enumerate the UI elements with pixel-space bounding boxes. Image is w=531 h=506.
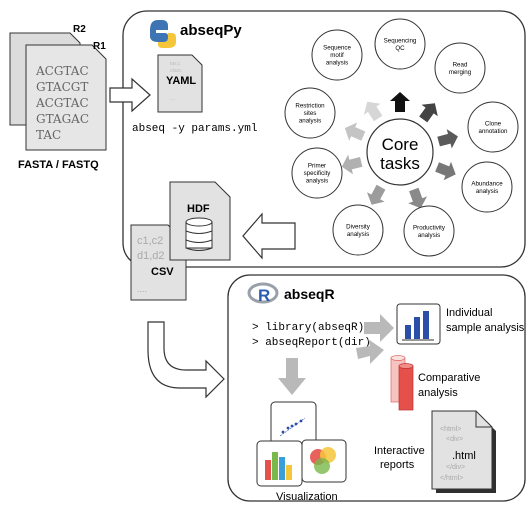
r-logo-letter: R <box>258 286 270 305</box>
bar-chart-icon <box>396 303 441 345</box>
interactive-label: reports <box>380 459 415 471</box>
task-label-read-merging: Read <box>453 62 468 69</box>
task-label-primer-specificity-analysis: Primer <box>308 163 326 170</box>
visualization-icons <box>256 401 347 487</box>
output-arrow <box>242 212 296 260</box>
task-label-productivity-analysis: Productivity <box>413 224 446 231</box>
task-label-restriction-sites-analysis: Restriction <box>295 103 325 110</box>
scatter-plot-icon <box>270 401 317 447</box>
task-node-productivity-analysis <box>403 205 455 257</box>
task-label-sequence-motif-analysis: motif <box>330 52 344 59</box>
task-label-clone-annotation: Clone <box>485 121 502 128</box>
task-label-diversity-analysis: Diversity <box>346 223 371 230</box>
input-arrow <box>109 77 151 113</box>
html-faded-line: </html> <box>440 475 463 482</box>
task-label-clone-annotation: annotation <box>479 128 508 135</box>
format-label: FASTA / FASTQ <box>18 159 99 171</box>
sequence-line: TAC <box>36 128 61 142</box>
csv-faded-line: d1,d2 <box>137 250 165 262</box>
task-label-restriction-sites-analysis: analysis <box>299 118 321 125</box>
sequence-line: ACGTAC <box>35 64 89 78</box>
task-label-primer-specificity-analysis: analysis <box>306 178 328 185</box>
hdf-file: HDF <box>169 181 231 261</box>
comparative-label: analysis <box>418 387 458 399</box>
visualization-arrow <box>278 358 306 395</box>
to-abseqr-arrow <box>147 321 225 399</box>
csv-faded-line: .... <box>137 284 147 294</box>
core-tasks-circle <box>366 118 434 186</box>
abseqr-title: abseqR <box>284 286 335 302</box>
task-arrow-primer-specificity-analysis <box>341 154 363 175</box>
label-r1: R1 <box>93 41 106 52</box>
task-label-sequencing-qc: QC <box>395 45 405 52</box>
yaml-file: tas.c ctacc YAML ... <box>157 54 203 113</box>
task-label-restriction-sites-analysis: sites <box>304 110 317 117</box>
task-node-diversity-analysis <box>332 204 384 256</box>
task-label-sequencing-qc: Sequencing <box>384 38 417 45</box>
input-files: R2 R1 ACGTAC GTACGT ACGTAC GTAGAC TAC FA… <box>9 24 107 171</box>
csv-label: CSV <box>151 266 174 278</box>
sequence-line: ACGTAC <box>35 96 89 110</box>
task-arrow-sequence-motif-analysis <box>363 101 383 122</box>
comparison-cylinders-icon <box>390 355 414 411</box>
task-label-abundance-analysis: analysis <box>476 188 498 195</box>
comparative-arrow <box>356 339 384 364</box>
code-line: > abseqReport(dir) <box>252 337 371 349</box>
task-node-restriction-sites-analysis <box>284 87 336 139</box>
file-r1 <box>25 44 107 151</box>
task-arrow-diversity-analysis <box>367 184 386 205</box>
task-arrow-clone-annotation <box>437 129 458 149</box>
task-node-abundance-analysis <box>461 161 513 213</box>
code-line: > library(abseqR) <box>252 322 364 334</box>
sequence-line: GTAGAC <box>36 112 89 126</box>
task-arrow-productivity-analysis <box>408 187 427 209</box>
yaml-faded-line: tas.c <box>170 61 181 67</box>
abseq-command: abseq -y params.yml <box>132 123 257 135</box>
html-file-label: .html <box>452 450 476 462</box>
task-arrow-sequencing-qc <box>390 92 410 112</box>
visualization-label: Visualization <box>276 491 338 503</box>
interactive-label: Interactive <box>374 445 425 457</box>
abseqpy-title: abseqPy <box>180 22 242 39</box>
task-node-clone-annotation <box>467 101 519 153</box>
comparative-label: Comparative <box>418 372 480 384</box>
yaml-faded-line: ... <box>170 96 175 102</box>
html-faded-line: <div> <box>446 436 463 443</box>
task-label-sequence-motif-analysis: Sequence <box>323 45 351 52</box>
python-logo-icon <box>150 20 176 48</box>
task-arrow-restriction-sites-analysis <box>344 122 366 141</box>
task-arrow-read-merging <box>419 103 438 123</box>
task-node-sequence-motif-analysis <box>311 29 363 81</box>
task-node-primer-specificity-analysis <box>291 147 343 199</box>
task-node-sequencing-qc <box>374 18 426 70</box>
yaml-faded-line: ctacc <box>170 68 182 74</box>
database-icon <box>185 217 213 251</box>
individual-label: Individual <box>446 307 492 319</box>
task-arrow-abundance-analysis <box>435 161 456 181</box>
task-label-primer-specificity-analysis: specificity <box>304 170 332 177</box>
hdf-label: HDF <box>187 203 210 215</box>
task-label-abundance-analysis: Abundance <box>471 180 503 187</box>
html-document-icon: <html> <div> .html </div> </html> <box>431 410 496 493</box>
task-node-read-merging <box>434 42 486 94</box>
html-faded-line: <html> <box>440 426 461 433</box>
core-label: Core <box>382 135 419 154</box>
r-logo-icon: R <box>247 282 279 305</box>
sequence-line: GTACGT <box>36 80 88 94</box>
csv-faded-line: c1,c2 <box>137 235 163 247</box>
yaml-label: YAML <box>166 75 196 87</box>
individual-label: sample analysis <box>446 322 525 334</box>
individual-arrow <box>364 314 394 342</box>
label-r2: R2 <box>73 24 86 35</box>
task-label-read-merging: merging <box>449 69 472 76</box>
core-label: tasks <box>380 154 420 173</box>
task-label-productivity-analysis: analysis <box>418 232 440 239</box>
task-label-sequence-motif-analysis: analysis <box>326 60 348 67</box>
html-faded-line: </div> <box>446 464 465 471</box>
task-label-diversity-analysis: analysis <box>347 231 369 238</box>
